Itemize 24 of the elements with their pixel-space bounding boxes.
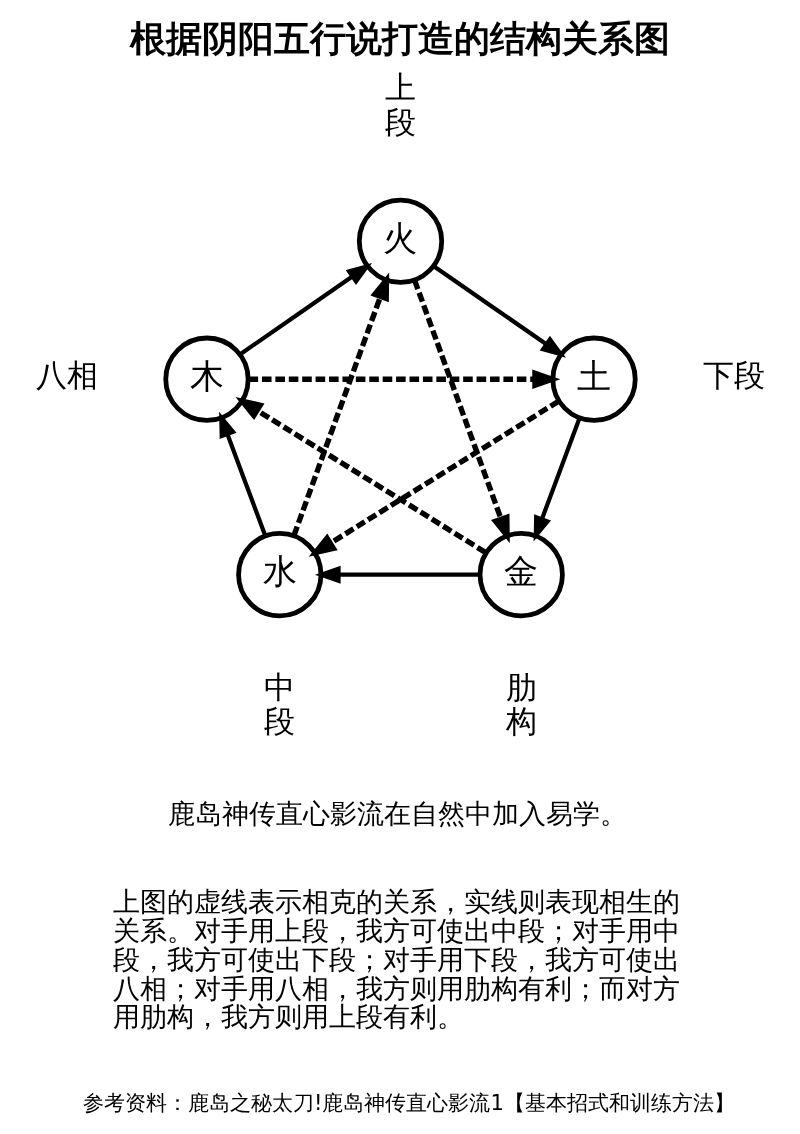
arrow: [308, 398, 560, 557]
node-circle: 土: [549, 335, 638, 423]
label: 上图的虚线表示相克的关系，实线则表现相生的关系。对手用上段，我方可使出中段；对手用中段，我方可使出下段；对手用下段，我方可使出八相；对手用八相，我方则用肋构有利；而对方用肋构，我方则用上段有利。: [112, 886, 680, 1033]
arrow: [248, 369, 560, 390]
node-label: 上段: [384, 70, 416, 140]
node-circle: 水: [235, 531, 323, 619]
arrow: [314, 565, 480, 584]
arrow: [235, 396, 487, 555]
label: 参考资料：鹿岛之秘太刀!鹿岛神传直心影流1【基本招式和训练方法】: [82, 1089, 735, 1115]
node-circle: 火: [356, 197, 444, 285]
node-label: 中段: [263, 669, 295, 740]
node-circle: 金: [477, 531, 565, 619]
arrow: [238, 262, 372, 356]
label: 鹿岛神传直心影流在自然中加入易学。: [167, 798, 627, 830]
arrow: [533, 417, 582, 542]
node-circle: 木: [162, 335, 251, 423]
arrow: [290, 272, 389, 537]
node-label: 下段: [702, 358, 765, 394]
node-label: 八相: [35, 358, 98, 394]
node-label: 肋构: [505, 669, 537, 740]
diagram-title: 根据阴阳五行说打造的结构关系图: [129, 16, 670, 60]
arrow: [411, 279, 510, 544]
arrow: [218, 411, 267, 537]
arrow: [432, 264, 566, 358]
